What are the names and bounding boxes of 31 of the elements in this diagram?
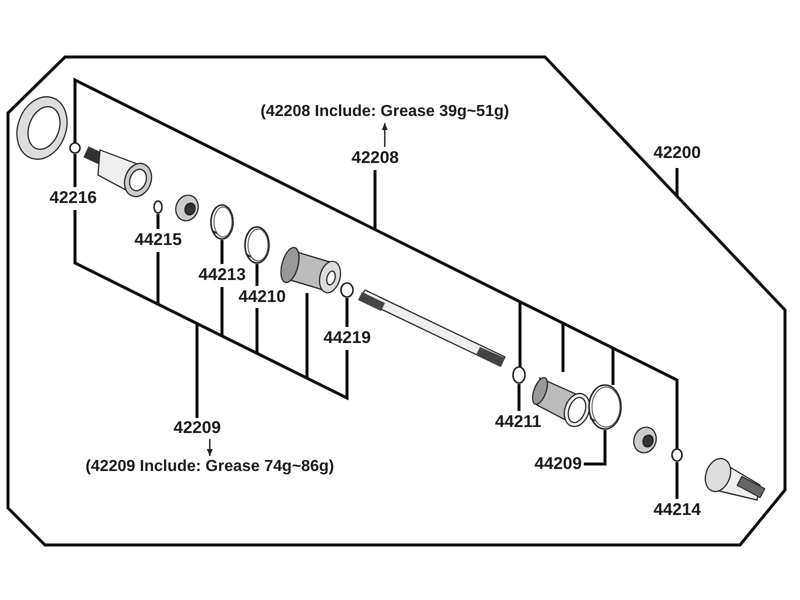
note: (42208 Include: Grease 39g~51g) (260, 102, 510, 122)
boot-band (210, 204, 234, 240)
leader-line (220, 240, 224, 264)
circlip (69, 142, 81, 154)
callout-number: 44213 (198, 265, 246, 285)
callout-number: 44210 (238, 287, 286, 307)
leader-line (518, 384, 520, 411)
callout-number: 44211 (495, 412, 542, 432)
callout-number: 44209 (534, 454, 582, 474)
leader-line (156, 214, 160, 229)
callout-number: 44215 (134, 230, 182, 250)
callout-number: 42209 (174, 418, 221, 438)
leader-line (256, 264, 258, 286)
callout-number: 42216 (50, 188, 97, 208)
callout-number: 42208 (352, 148, 399, 168)
callout-number: 42200 (654, 143, 701, 163)
boot-band (588, 384, 622, 430)
stop-ring (512, 366, 526, 384)
callout-number: 44214 (654, 500, 701, 520)
arrow (206, 439, 213, 456)
circlip (153, 200, 163, 214)
callout-number: 44219 (324, 328, 371, 348)
leader-line (676, 462, 678, 499)
leader-line (346, 298, 348, 327)
note: (42209 Include: Grease 74g~86g) (86, 457, 334, 477)
boot-band (244, 226, 270, 264)
arrow (382, 123, 388, 147)
stop-ring (340, 282, 354, 298)
leader-line (584, 430, 606, 466)
leader-line (74, 154, 76, 187)
circlip (671, 448, 683, 462)
